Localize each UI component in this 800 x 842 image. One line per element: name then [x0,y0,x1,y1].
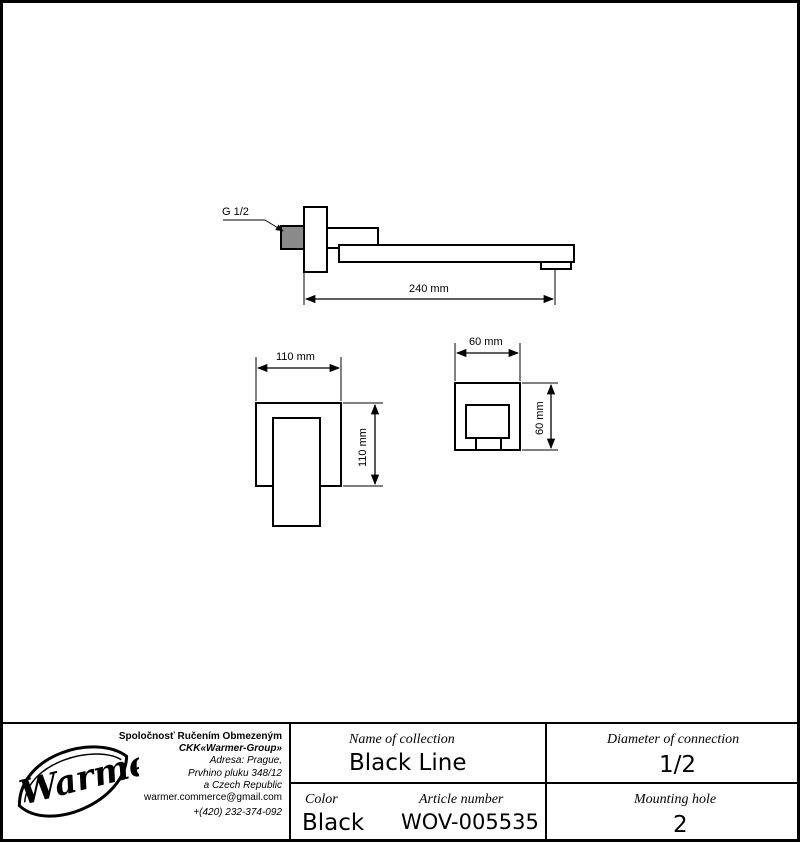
diameter-label: Diameter of connection [607,732,740,747]
company-email[interactable]: warmer.commerce@gmail.com [144,792,282,804]
collection-value: Black Line [349,750,467,776]
thread-connector [280,225,305,250]
collection-label: Name of collection [349,732,455,747]
outlet-view [454,343,558,451]
thread-leader-arrow [264,219,284,232]
diameter-value: 1/2 [659,752,697,778]
mounting-cell: Mounting hole 2 [547,784,797,839]
address-line-3: a Czech Republic [203,779,282,791]
holder-width-label: 60 mm [469,336,503,348]
color-value: Black [302,810,365,836]
front-view [255,357,383,527]
plate-height-label: 110 mm [357,428,369,467]
title-block: Warmer Spoločnosť Ručením Obmezeným CKK«… [3,722,797,839]
mounting-value: 2 [673,812,688,838]
color-article-cell: Color Black Article number WOV-005535 [291,784,547,839]
holder-inner [465,404,510,439]
plate-width-label: 110 mm [276,351,315,363]
wall-plate-side [303,206,328,273]
color-label: Color [305,792,338,807]
holder-height-label: 60 mm [534,401,546,435]
company-details: Spoločnosť Ručením Obmezeným CKK«Warmer-… [112,731,282,819]
company-group: CKK«Warmer-Group» [178,743,282,755]
address-line-1: Adresa: Prague, [209,755,282,767]
company-phone: +(420) 232-374-092 [193,807,282,819]
holder-outlet [475,437,502,451]
company-info-cell: Warmer Spoločnosť Ručením Obmezeným CKK«… [3,724,291,839]
warmer-logo: Warmer [16,738,139,818]
spout-outlet [540,261,572,270]
article-label: Article number [419,792,504,807]
collection-cell: Name of collection Black Line [291,724,547,784]
company-name: Spoločnosť Ručením Obmezeným [118,731,282,742]
thread-label: G 1/2 [222,206,249,218]
technical-drawing: G 1/2 240 mm 110 mm 110 mm 60 mm [222,206,575,527]
diameter-cell: Diameter of connection 1/2 [547,724,797,784]
article-value: WOV-005535 [401,810,539,834]
spout-front [272,417,321,527]
spout-length-label: 240 mm [409,283,449,295]
address-line-2: Prvhino pluku 348/12 [188,767,282,779]
side-view [223,206,575,305]
mounting-label: Mounting hole [634,792,717,807]
spout-arm [338,244,575,263]
